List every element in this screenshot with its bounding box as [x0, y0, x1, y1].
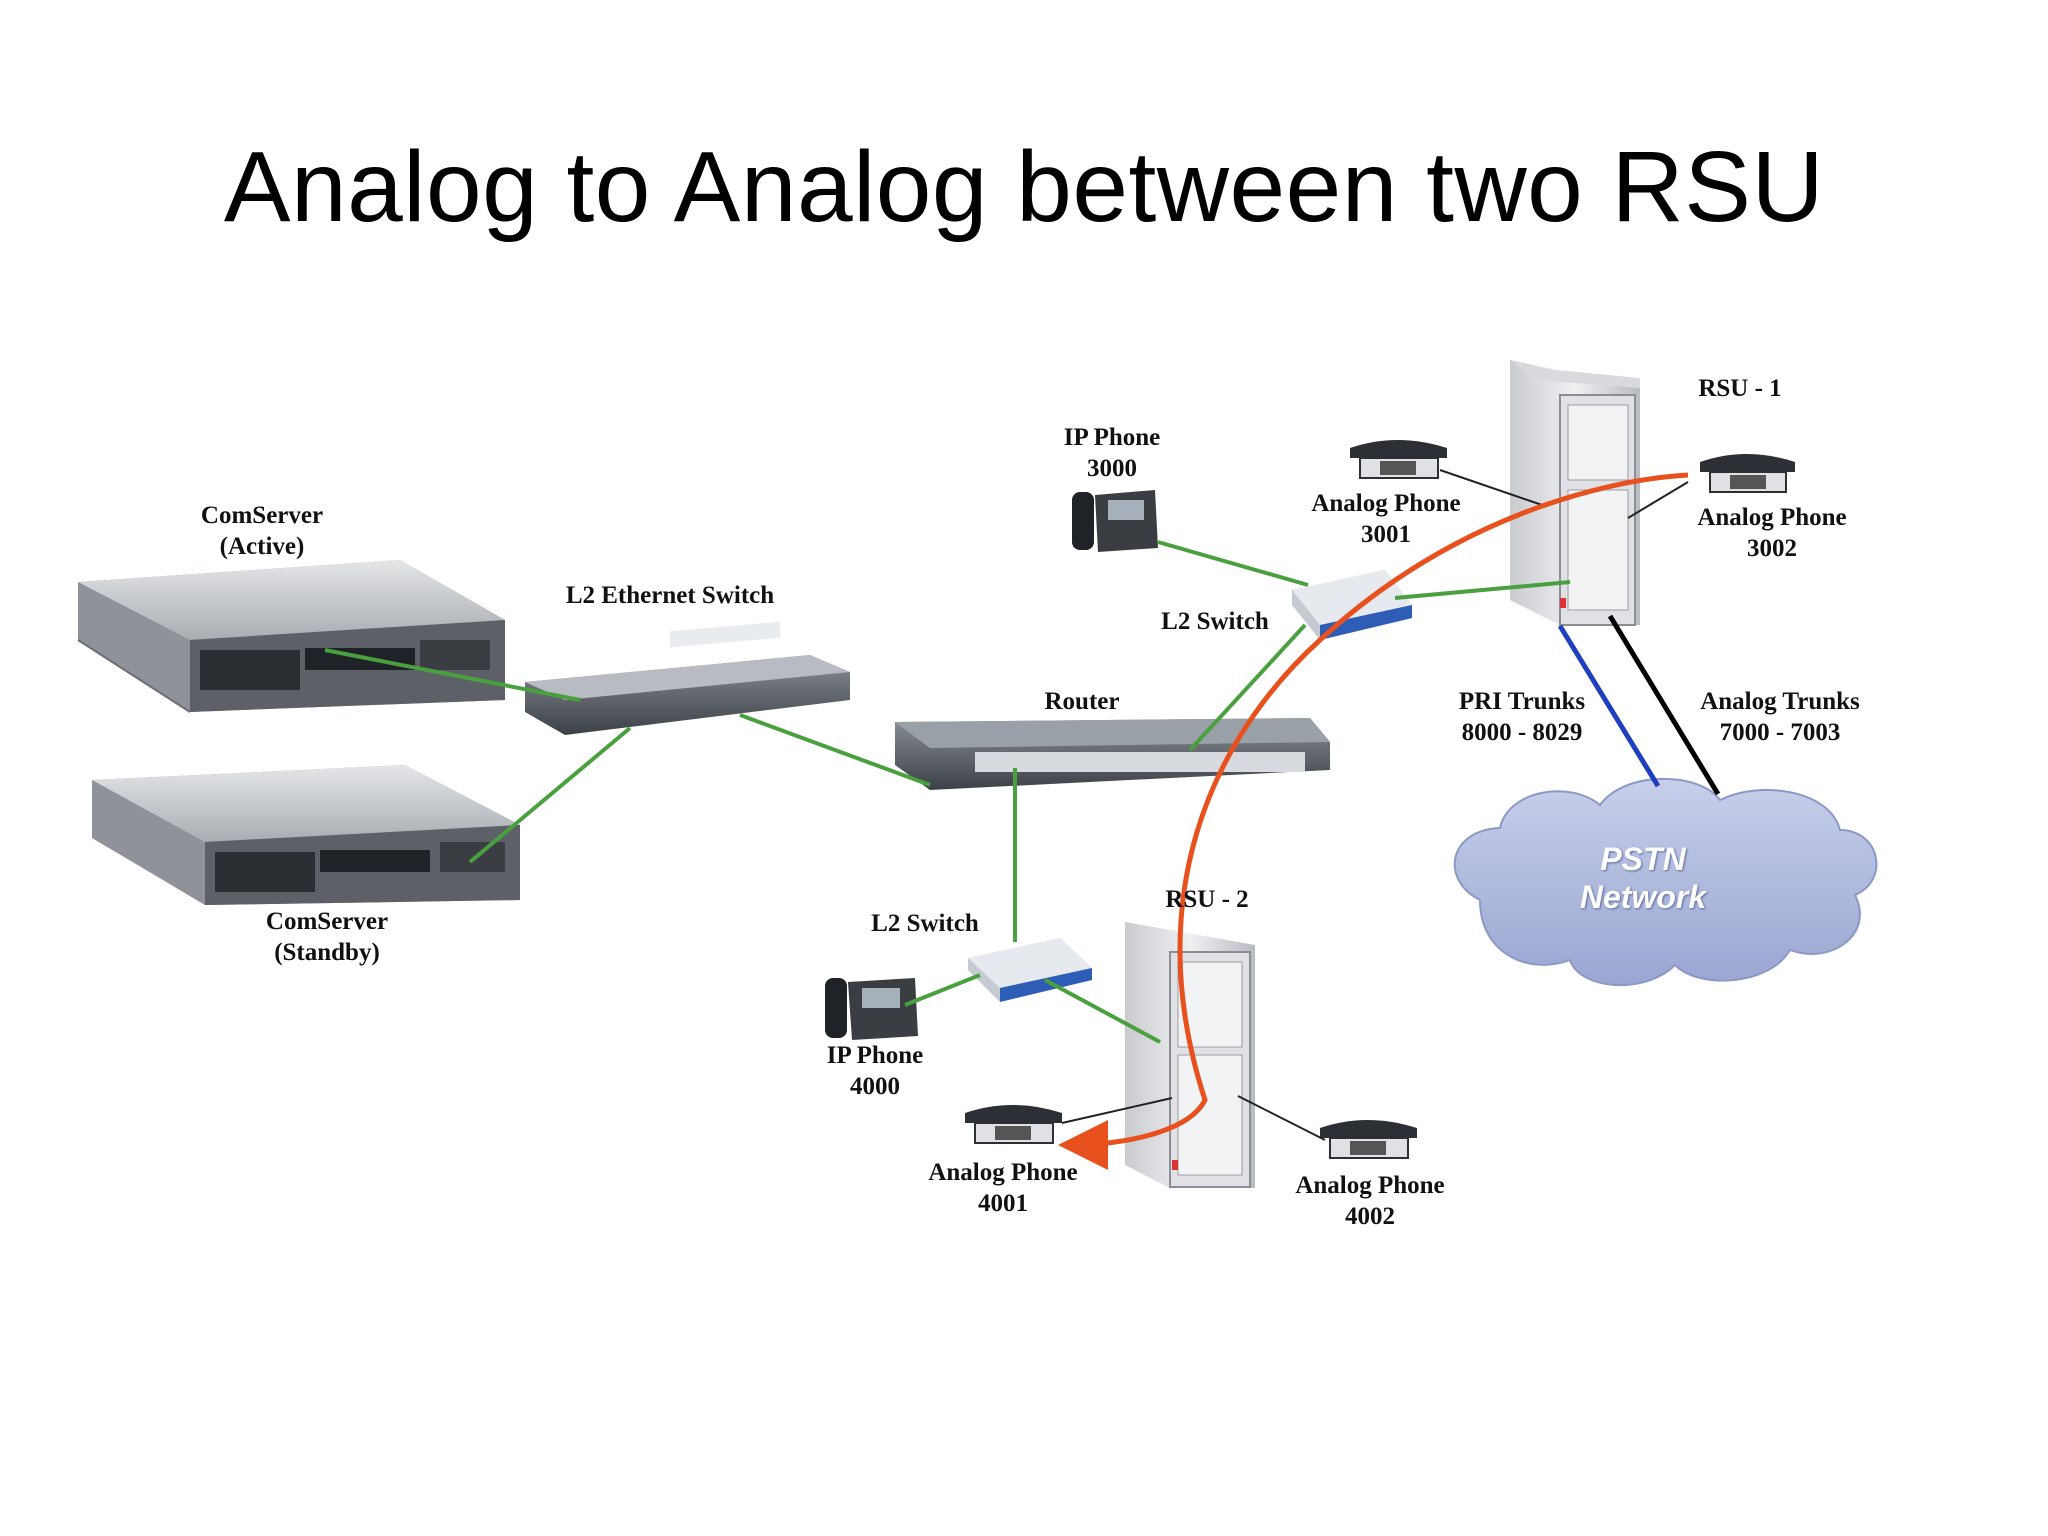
label-l2-switch-bottom: L2 Switch [871, 910, 979, 937]
l2-switch-bottom [968, 938, 1092, 1002]
analog-phone-3002-icon [1700, 454, 1795, 493]
ip-phone-4000-icon [825, 978, 918, 1040]
label-rsu1: RSU - 1 [1698, 375, 1782, 402]
label-comserver-active: ComServer(Active) [200, 502, 324, 560]
ethernet-links [324, 540, 1571, 1044]
comserver-active [77, 560, 505, 713]
ip-phone-3000-icon [1072, 490, 1158, 552]
router [895, 718, 1330, 790]
pstn-cloud [1453, 777, 1878, 986]
comserver-standby [92, 765, 520, 905]
analog-phone-4002-icon [1320, 1120, 1417, 1159]
phone-lines [1061, 469, 1689, 1141]
pri-trunk-line [1557, 624, 1661, 788]
label-rsu2: RSU - 2 [1165, 886, 1249, 913]
slide-title: Analog to Analog between two RSU [223, 131, 1825, 243]
label-router: Router [1044, 688, 1120, 715]
label-comserver-standby: ComServer(Standby) [265, 908, 389, 966]
analog-phone-3001-icon [1350, 440, 1447, 479]
call-path-arrow [1058, 472, 1689, 1170]
rsu1-rack [1510, 360, 1640, 626]
label-l2-switch-top: L2 Switch [1161, 608, 1269, 635]
l2-ethernet-switch [525, 621, 850, 735]
analog-phone-4001-icon [965, 1105, 1062, 1144]
analog-trunk-line [1607, 614, 1721, 796]
label-l2-ethernet-switch: L2 Ethernet Switch [565, 582, 775, 609]
